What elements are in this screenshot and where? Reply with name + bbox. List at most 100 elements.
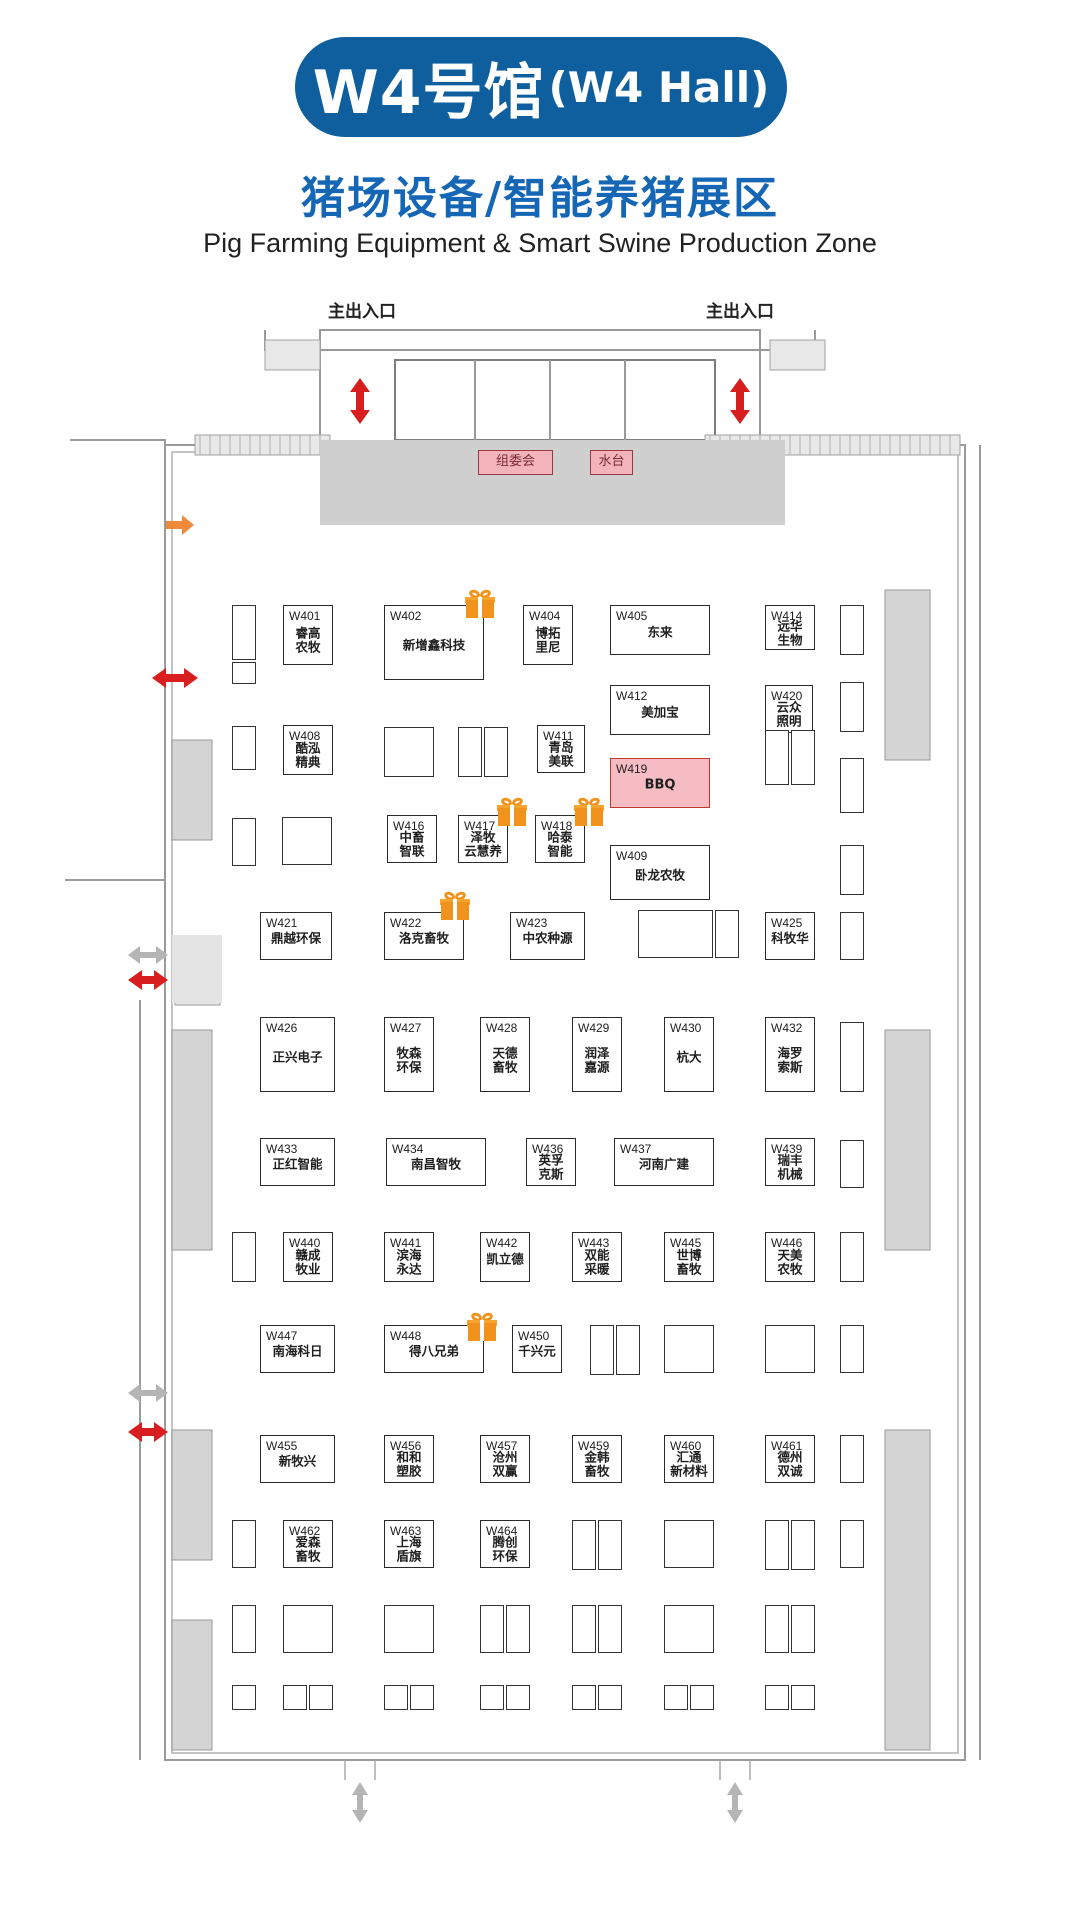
small-booth[interactable] <box>791 1520 815 1570</box>
small-booth[interactable] <box>598 1685 622 1710</box>
small-booth[interactable] <box>840 1325 864 1373</box>
small-booth[interactable] <box>232 1232 256 1282</box>
small-booth[interactable] <box>283 1605 333 1653</box>
small-booth[interactable] <box>765 1325 815 1373</box>
small-booth[interactable] <box>572 1605 596 1653</box>
small-booth[interactable] <box>384 1685 408 1710</box>
small-booth[interactable] <box>840 1022 864 1092</box>
small-booth[interactable] <box>410 1685 434 1710</box>
small-booth[interactable] <box>840 758 864 813</box>
small-booth[interactable] <box>480 1685 504 1710</box>
small-booth[interactable] <box>791 730 815 785</box>
small-booth[interactable] <box>664 1520 714 1568</box>
small-booth[interactable] <box>232 1685 256 1710</box>
small-booth[interactable] <box>765 1605 789 1653</box>
small-booth[interactable] <box>384 727 434 777</box>
small-booth[interactable] <box>840 605 864 655</box>
small-booth[interactable] <box>572 1685 596 1710</box>
small-booth[interactable] <box>765 1520 789 1570</box>
small-booth[interactable] <box>616 1325 640 1375</box>
small-booth[interactable] <box>384 1605 434 1653</box>
small-booth[interactable] <box>572 1520 596 1570</box>
small-booth[interactable] <box>765 730 789 785</box>
small-booth[interactable] <box>840 1435 864 1483</box>
small-booth[interactable] <box>309 1685 333 1710</box>
small-booth[interactable] <box>840 1232 864 1282</box>
small-booth[interactable] <box>664 1325 714 1373</box>
small-booth[interactable] <box>690 1685 714 1710</box>
small-booth[interactable] <box>664 1605 714 1653</box>
small-booth[interactable] <box>840 1140 864 1188</box>
small-booth[interactable] <box>506 1605 530 1653</box>
small-booth[interactable] <box>840 845 864 895</box>
small-booth[interactable] <box>840 682 864 732</box>
small-booth[interactable] <box>232 726 256 770</box>
small-booth[interactable] <box>484 727 508 777</box>
small-booth[interactable] <box>232 662 256 684</box>
small-booth[interactable] <box>840 912 864 960</box>
small-booth[interactable] <box>232 605 256 660</box>
small-booth[interactable] <box>480 1605 504 1653</box>
small-booth[interactable] <box>506 1685 530 1710</box>
small-booth[interactable] <box>715 910 739 958</box>
small-booth[interactable] <box>232 818 256 866</box>
small-booth[interactable] <box>598 1520 622 1570</box>
small-booth[interactable] <box>664 1685 688 1710</box>
small-booth[interactable] <box>282 817 332 865</box>
small-booth[interactable] <box>598 1605 622 1653</box>
small-booth[interactable] <box>791 1685 815 1710</box>
small-booth[interactable] <box>232 1520 256 1568</box>
small-booth[interactable] <box>791 1605 815 1653</box>
small-booth[interactable] <box>765 1685 789 1710</box>
small-booth[interactable] <box>283 1685 307 1710</box>
small-booth[interactable] <box>590 1325 614 1375</box>
small-booth[interactable] <box>638 910 713 958</box>
